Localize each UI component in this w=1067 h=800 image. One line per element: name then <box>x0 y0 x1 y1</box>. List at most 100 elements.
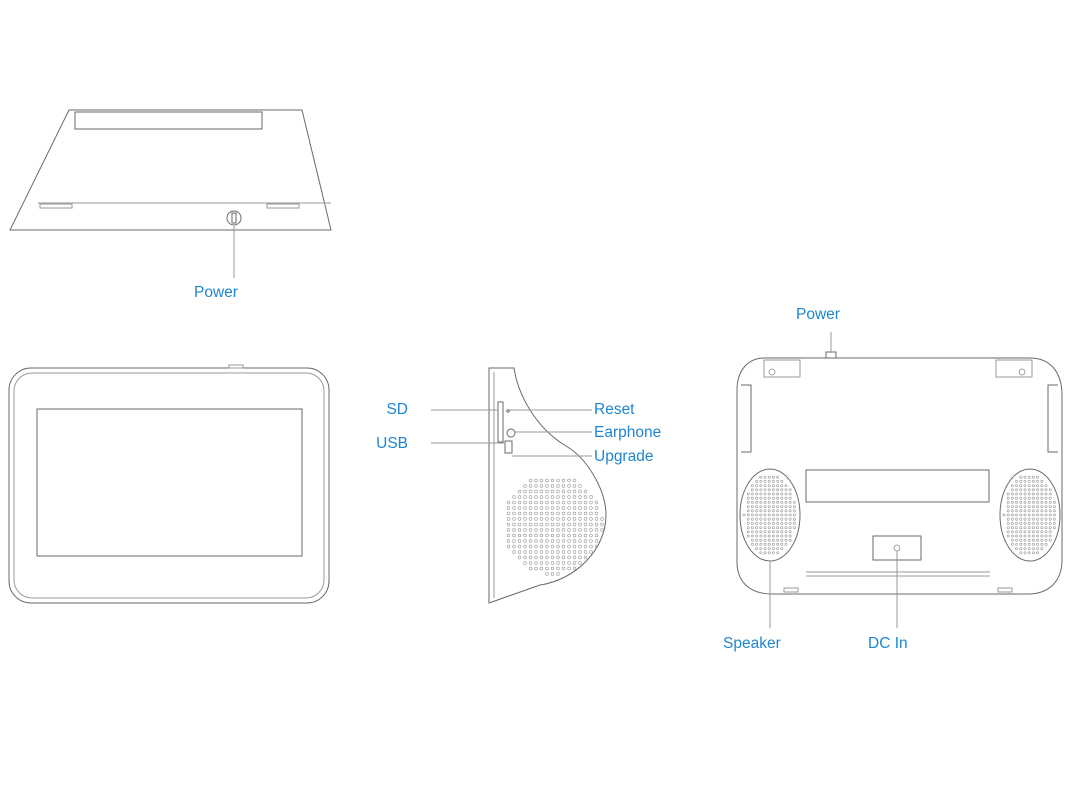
grill-hole <box>746 534 750 538</box>
back-speaker-grill-right <box>1002 475 1056 555</box>
grill-hole <box>1036 496 1040 500</box>
grill-hole <box>772 513 775 517</box>
grill-hole <box>1048 509 1052 513</box>
grill-hole <box>1048 513 1052 517</box>
grill-hole <box>763 547 767 551</box>
grill-hole <box>1019 492 1023 496</box>
grill-hole <box>1015 538 1019 542</box>
grill-hole <box>578 522 582 527</box>
grill-hole <box>1044 492 1048 496</box>
grill-hole <box>523 539 527 543</box>
grill-hole <box>755 492 759 496</box>
grill-hole <box>578 544 582 549</box>
top-view <box>9 109 332 231</box>
grill-hole <box>1027 500 1031 504</box>
grill-hole <box>759 526 763 530</box>
grill-hole <box>767 551 771 555</box>
grill-hole <box>772 475 775 479</box>
grill-hole <box>550 495 555 499</box>
grill-hole <box>539 539 544 543</box>
grill-hole <box>517 500 522 505</box>
grill-hole <box>788 517 792 521</box>
speaker-label: Speaker <box>723 635 781 652</box>
grill-hole <box>776 496 780 500</box>
grill-hole <box>594 528 599 532</box>
grill-hole <box>788 530 792 534</box>
grill-hole <box>578 550 582 554</box>
grill-hole <box>759 492 763 496</box>
grill-hole <box>556 517 560 521</box>
grill-hole <box>1032 479 1035 483</box>
grill-hole <box>1027 551 1031 555</box>
grill-hole <box>1036 517 1040 521</box>
grill-hole <box>528 544 533 549</box>
back-power-key <box>825 351 837 359</box>
grill-hole <box>1036 475 1040 479</box>
grill-hole <box>512 544 516 549</box>
grill-hole <box>1036 484 1040 488</box>
grill-hole <box>763 509 767 513</box>
grill-hole <box>528 478 533 483</box>
dc-in-label: DC In <box>868 635 908 652</box>
grill-hole <box>556 484 560 488</box>
grill-hole <box>550 572 555 576</box>
grill-hole <box>506 544 511 549</box>
grill-hole <box>589 522 593 527</box>
grill-hole <box>572 484 577 488</box>
grill-hole <box>1032 505 1035 509</box>
grill-hole <box>1032 543 1035 546</box>
grill-hole <box>556 489 560 494</box>
grill-hole <box>589 539 593 543</box>
grill-hole <box>746 526 750 530</box>
back-mount-right <box>995 359 1033 378</box>
grill-hole <box>793 505 796 509</box>
grill-hole <box>793 500 796 504</box>
grill-hole <box>776 538 780 542</box>
grill-hole <box>759 530 763 534</box>
back-speaker-grill-left <box>742 475 796 555</box>
grill-hole <box>776 522 780 525</box>
grill-hole <box>583 495 588 499</box>
grill-hole <box>759 488 763 492</box>
grill-hole <box>1048 488 1052 492</box>
grill-hole <box>763 538 767 542</box>
grill-hole <box>1019 509 1023 513</box>
grill-hole <box>583 555 588 560</box>
grill-hole <box>788 496 792 500</box>
grill-hole <box>772 479 775 483</box>
grill-hole <box>1040 547 1044 551</box>
grill-hole <box>567 539 571 543</box>
grill-hole <box>763 534 767 538</box>
grill-hole <box>594 506 599 510</box>
grill-hole <box>1006 530 1010 534</box>
grill-hole <box>512 528 516 532</box>
grill-hole <box>1023 547 1027 551</box>
grill-hole <box>1011 517 1014 521</box>
grill-hole <box>523 550 527 554</box>
grill-hole <box>517 489 522 494</box>
grill-hole <box>1015 517 1019 521</box>
grill-hole <box>534 522 538 527</box>
grill-hole <box>1027 543 1031 546</box>
grill-hole <box>1019 500 1023 504</box>
grill-hole <box>1044 509 1048 513</box>
grill-hole <box>755 517 759 521</box>
grill-hole <box>534 489 538 494</box>
grill-hole <box>1023 551 1027 555</box>
grill-hole <box>517 511 522 516</box>
grill-hole <box>763 479 767 483</box>
grill-hole <box>512 517 516 521</box>
grill-hole <box>1053 522 1056 525</box>
grill-hole <box>767 538 771 542</box>
grill-hole <box>759 513 763 517</box>
grill-hole <box>594 533 599 538</box>
grill-hole <box>1011 488 1014 492</box>
grill-hole <box>1019 538 1023 542</box>
grill-hole <box>776 488 780 492</box>
grill-hole <box>793 522 796 525</box>
grill-hole <box>1036 488 1040 492</box>
grill-hole <box>556 544 560 549</box>
grill-hole <box>567 561 571 565</box>
grill-hole <box>772 505 775 509</box>
reset-pinhole <box>506 409 510 413</box>
